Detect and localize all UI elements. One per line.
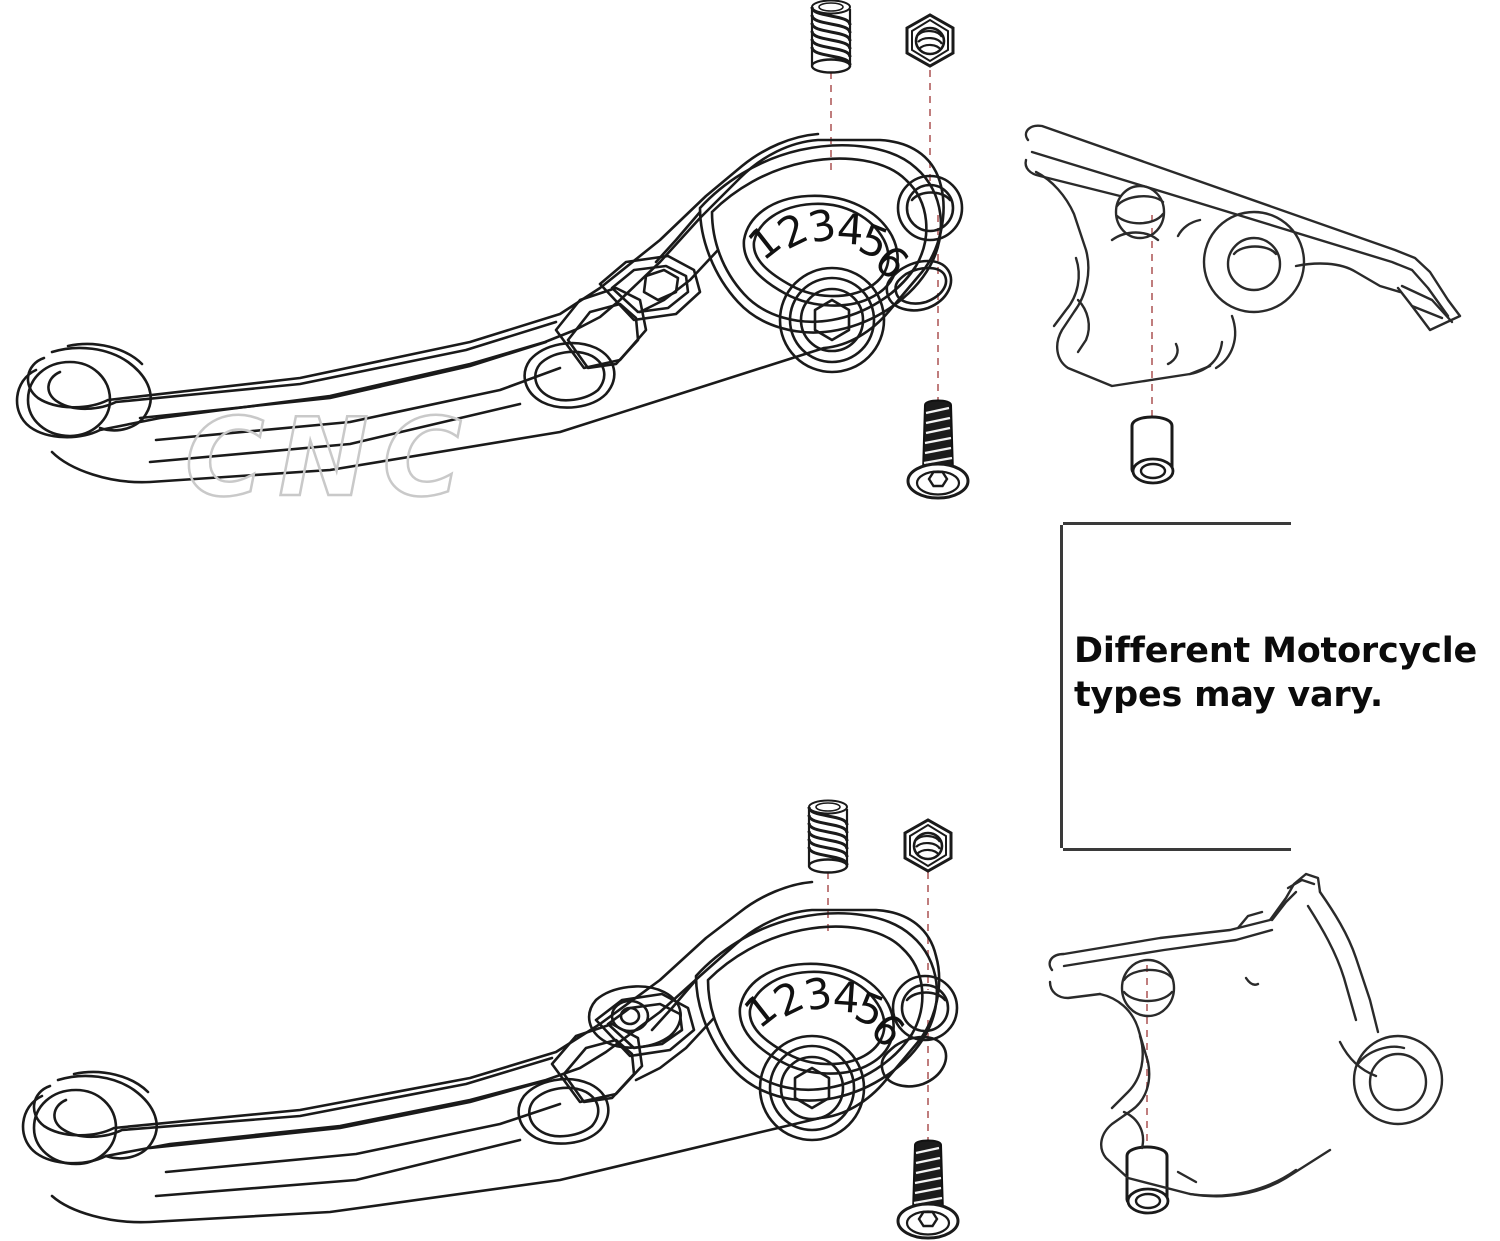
adjuster-digit-4: 4 [835, 204, 865, 255]
watermark-text: CNC [185, 396, 476, 521]
adjuster-digit-4: 4 [831, 972, 861, 1023]
lever-perch-bracket-lower [1048, 872, 1444, 1198]
folding-extendable-lever-lower [21, 880, 959, 1224]
lever-perch-bracket-upper [1024, 124, 1462, 388]
folding-extendable-lever-upper [15, 132, 964, 484]
note-callout-text: Different Motorcycle types may vary. [1074, 631, 1478, 715]
